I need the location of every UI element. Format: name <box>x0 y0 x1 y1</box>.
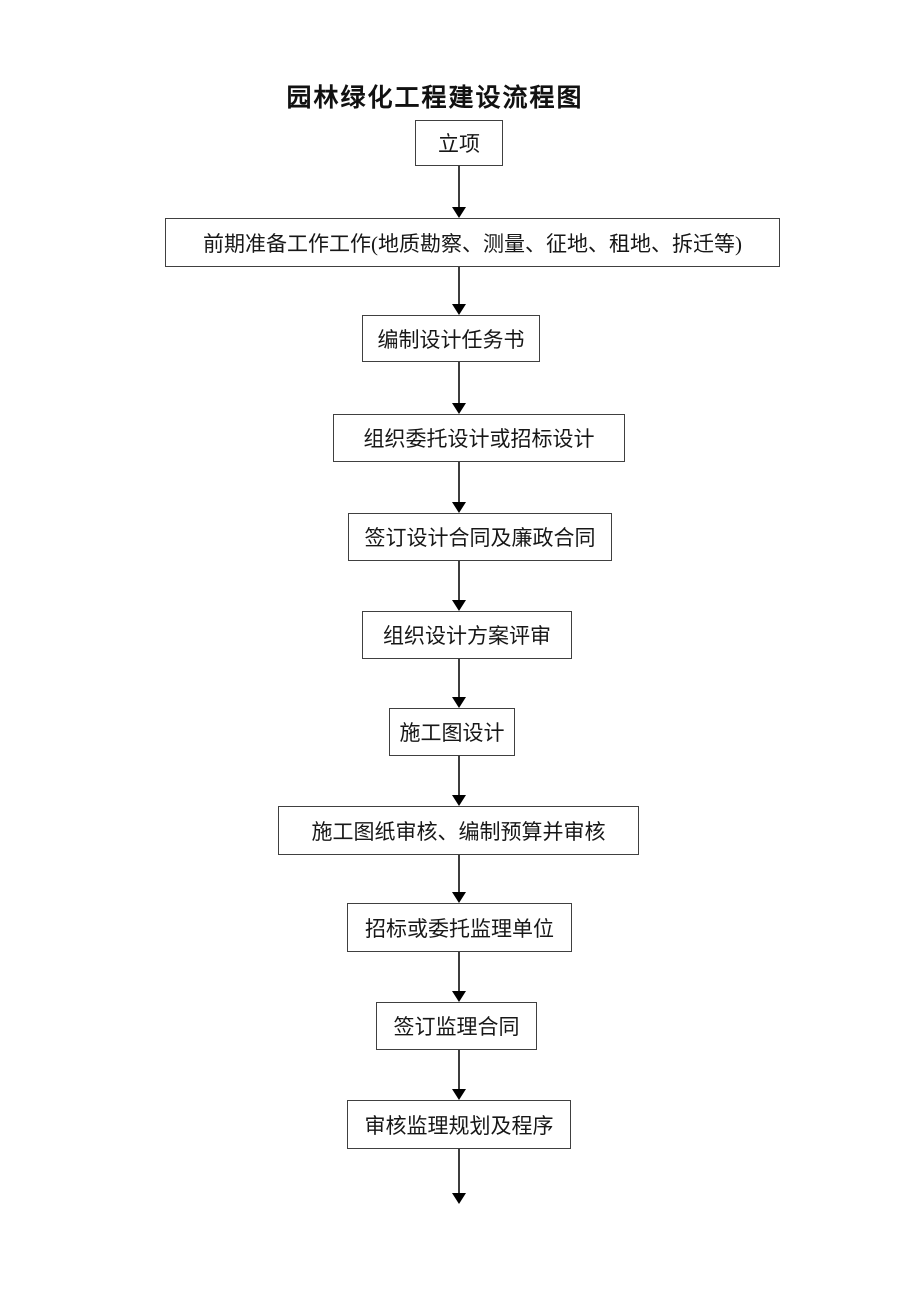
flow-node-label: 前期准备工作工作(地质勘察、测量、征地、租地、拆迁等) <box>203 231 742 256</box>
flow-connector <box>452 952 466 1002</box>
arrowhead-down-icon <box>452 403 466 414</box>
arrowhead-down-icon <box>452 207 466 218</box>
arrowhead-down-icon <box>452 795 466 806</box>
flow-node-design-task-book: 编制设计任务书 <box>362 315 540 362</box>
connector-line <box>458 659 460 699</box>
flow-node-label: 签订设计合同及廉政合同 <box>364 526 596 550</box>
flow-connector <box>452 756 466 806</box>
flow-node-drawing-review-budget: 施工图纸审核、编制预算并审核 <box>278 806 639 855</box>
flow-connector <box>452 462 466 513</box>
flow-node-label: 组织设计方案评审 <box>383 624 551 648</box>
connector-line <box>458 855 460 894</box>
flow-connector <box>452 561 466 611</box>
flow-connector <box>452 267 466 315</box>
arrowhead-down-icon <box>452 991 466 1002</box>
flow-node-label: 组织委托设计或招标设计 <box>363 427 595 451</box>
connector-line <box>458 267 460 306</box>
flow-node-label: 施工图纸审核、编制预算并审核 <box>311 819 606 844</box>
arrowhead-down-icon <box>452 304 466 315</box>
connector-line <box>458 756 460 797</box>
connector-line <box>458 462 460 504</box>
connector-line <box>458 166 460 209</box>
flow-node-sign-design-contract: 签订设计合同及廉政合同 <box>348 513 612 561</box>
arrowhead-down-icon <box>452 697 466 708</box>
flow-connector <box>452 855 466 903</box>
connector-line <box>458 561 460 602</box>
flow-node-project-approval: 立项 <box>415 120 503 166</box>
flow-node-label: 审核监理规划及程序 <box>364 1113 554 1138</box>
connector-line <box>458 952 460 993</box>
page-title: 园林绿化工程建设流程图 <box>286 85 584 112</box>
flow-node-preparation-work: 前期准备工作工作(地质勘察、测量、征地、租地、拆迁等) <box>165 218 780 267</box>
arrowhead-down-icon <box>452 892 466 903</box>
flow-node-label: 签订监理合同 <box>393 1015 520 1039</box>
flow-node-label: 立项 <box>438 132 480 156</box>
flow-connector-trailing <box>452 1149 466 1204</box>
arrowhead-down-icon <box>452 502 466 513</box>
connector-line <box>458 1149 460 1195</box>
arrowhead-down-icon <box>452 1089 466 1100</box>
flow-node-sign-supervision-contract: 签订监理合同 <box>376 1002 537 1050</box>
flow-node-label: 施工图设计 <box>399 721 505 745</box>
flow-connector <box>452 166 466 218</box>
flow-node-design-scheme-review: 组织设计方案评审 <box>362 611 572 659</box>
connector-line <box>458 362 460 405</box>
arrowhead-down-icon <box>452 600 466 611</box>
flow-connector <box>452 362 466 414</box>
flow-node-label: 编制设计任务书 <box>377 327 525 352</box>
flow-node-commission-or-tender-design: 组织委托设计或招标设计 <box>333 414 625 462</box>
flow-node-tender-supervision-unit: 招标或委托监理单位 <box>347 903 572 952</box>
flow-connector <box>452 659 466 708</box>
arrowhead-down-icon <box>452 1193 466 1204</box>
flow-node-review-supervision-plan: 审核监理规划及程序 <box>347 1100 571 1149</box>
flow-node-construction-drawing-design: 施工图设计 <box>389 708 515 756</box>
flow-connector <box>452 1050 466 1100</box>
flow-node-label: 招标或委托监理单位 <box>365 916 554 941</box>
connector-line <box>458 1050 460 1091</box>
